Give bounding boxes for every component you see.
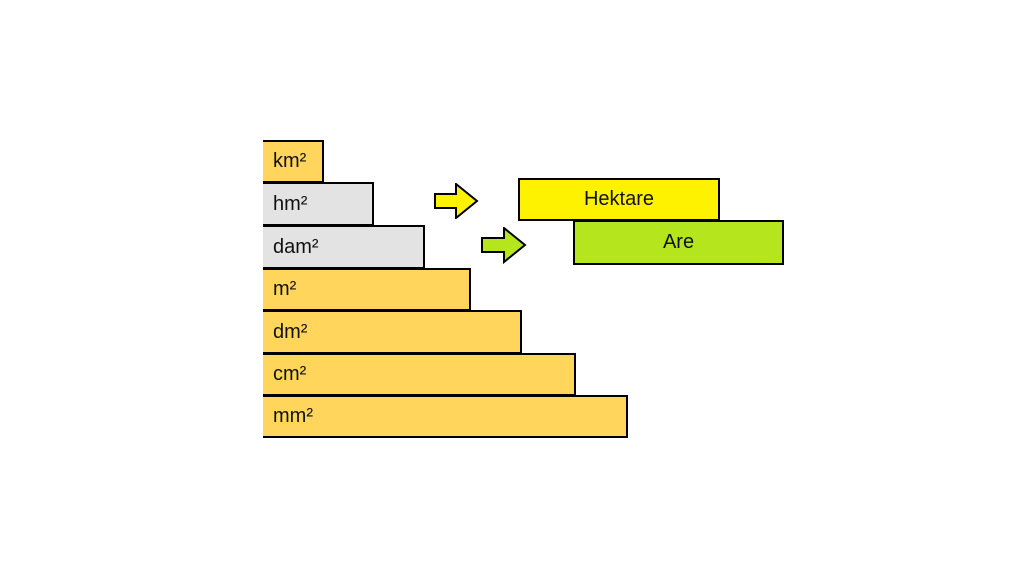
arrow-right-icon bbox=[481, 227, 527, 264]
unit-km2: km² bbox=[263, 140, 324, 183]
unit-hm2: hm² bbox=[263, 182, 374, 226]
unit-cm2: cm² bbox=[263, 353, 576, 396]
unit-m2: m² bbox=[263, 268, 471, 311]
unit-dam2: dam² bbox=[263, 225, 425, 269]
hektare-box: Hektare bbox=[518, 178, 720, 221]
arrow-right-icon bbox=[434, 183, 479, 219]
unit-dm2: dm² bbox=[263, 310, 522, 354]
unit-mm2: mm² bbox=[263, 395, 628, 438]
are-box: Are bbox=[573, 220, 784, 265]
